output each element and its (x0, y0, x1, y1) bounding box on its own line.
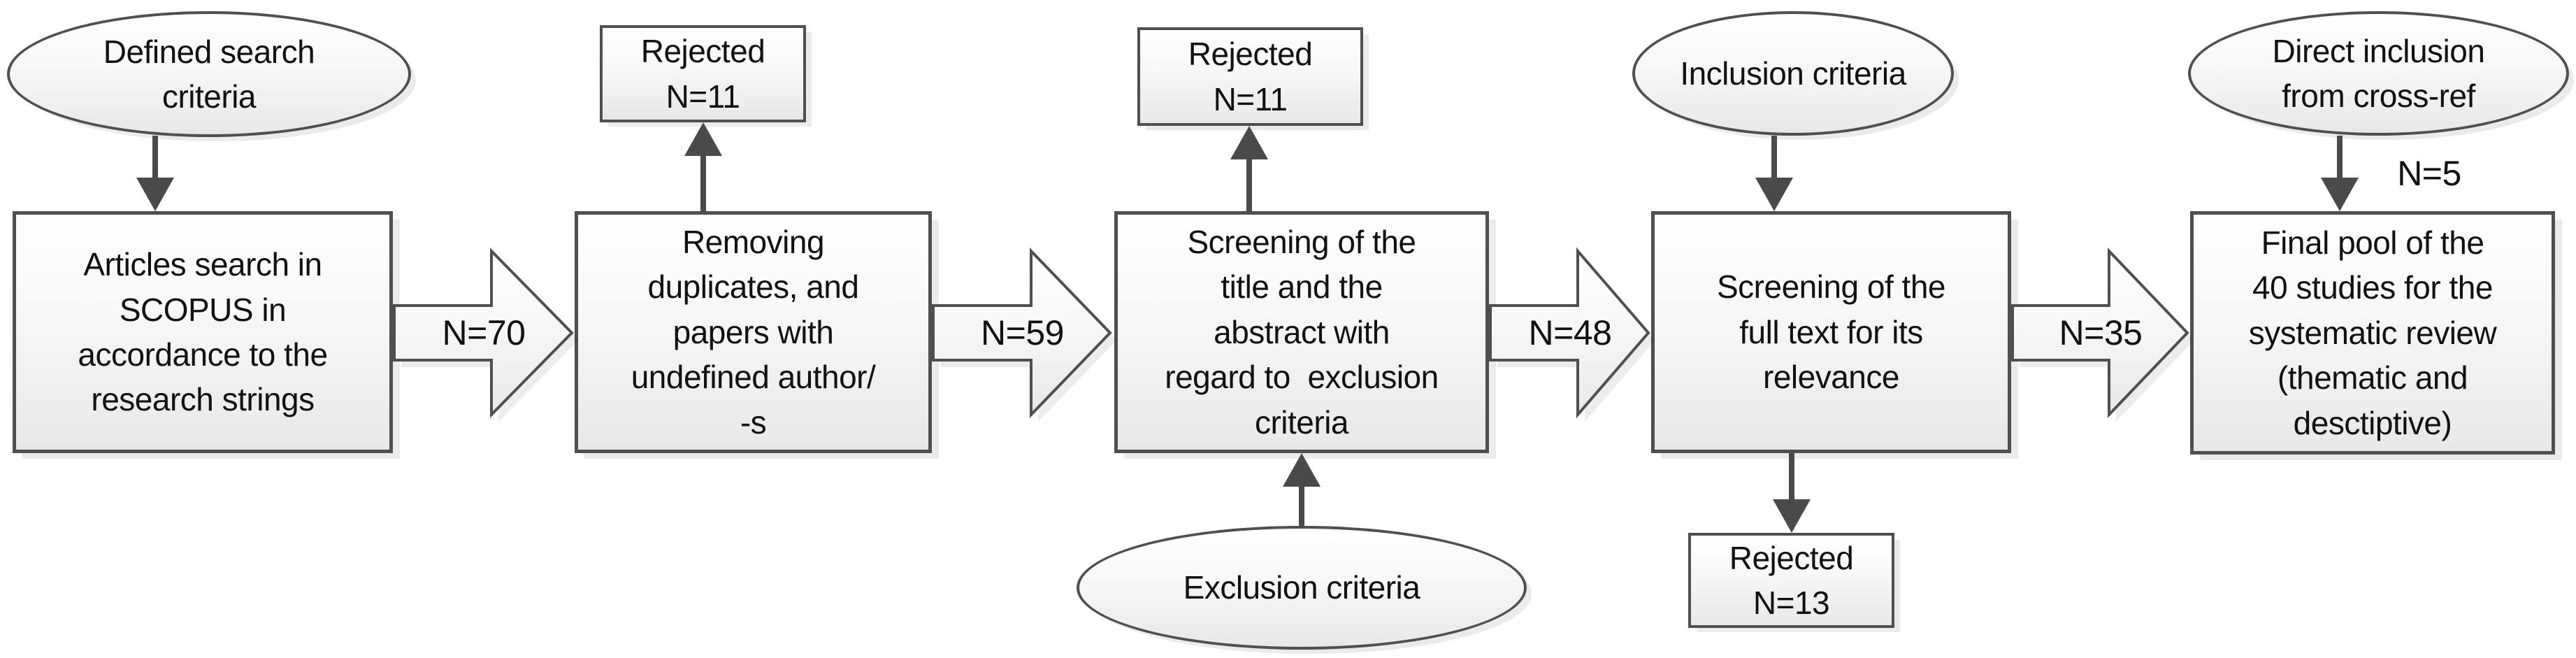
arrowhead-up-icon (1230, 126, 1268, 159)
arrowhead-up-icon (684, 122, 722, 156)
arrowhead-down-icon (1755, 178, 1793, 211)
ellipse-exclusion-criteria-label: Exclusion criteria (1183, 569, 1420, 606)
flow-count-n35: N=35 (2059, 313, 2143, 352)
arrow-fulltext-to-rejected-n13 (1772, 453, 1811, 533)
box-screening-full-text: Screening of the full text for its relev… (1651, 211, 2011, 453)
box-rejected-n11-title-abstract-label: Rejected N=11 (1188, 36, 1313, 117)
connector-shaft (700, 152, 706, 212)
block-arrow-shape (393, 248, 574, 418)
box-screening-title-abstract-label: Screening of the title and the abstract … (1165, 224, 1439, 441)
arrowhead-down-icon (136, 178, 174, 211)
box-final-pool-label: Final pool of the 40 studies for the sys… (2248, 224, 2497, 441)
box-rejected-n11-duplicates: Rejected N=11 (600, 25, 806, 122)
flow-count-n48: N=48 (1528, 313, 1612, 352)
box-removing-duplicates: Removing duplicates, and papers with und… (575, 211, 932, 453)
flow-count-n59: N=59 (981, 313, 1064, 352)
connector-shaft (1771, 136, 1777, 182)
box-rejected-n13-label: Rejected N=13 (1729, 539, 1854, 621)
connector-shaft (1299, 482, 1304, 526)
ellipse-direct-inclusion-label: Direct inclusion from cross-ref (2272, 32, 2485, 114)
ellipse-direct-inclusion: Direct inclusion from cross-ref (2188, 11, 2569, 136)
arrowhead-up-icon (1283, 453, 1321, 487)
block-arrow-right-icon (1489, 247, 1655, 422)
box-articles-search-label: Articles search in SCOPUS in accordance … (78, 246, 328, 418)
block-arrow-n59: N=59 (932, 248, 1117, 422)
connector-shaft (1789, 453, 1794, 503)
ellipse-inclusion-criteria-label: Inclusion criteria (1680, 55, 1906, 92)
ellipse-exclusion-criteria: Exclusion criteria (1077, 526, 1527, 650)
box-articles-search: Articles search in SCOPUS in accordance … (13, 211, 393, 453)
block-arrow-shape (2011, 248, 2189, 418)
box-final-pool: Final pool of the 40 studies for the sys… (2190, 211, 2555, 455)
arrowhead-down-icon (2321, 178, 2359, 211)
ellipse-defined-search-criteria: Defined search criteria (7, 11, 411, 137)
connector-shaft (152, 136, 158, 182)
arrow-exclusion-criteria-to-screening (1282, 453, 1321, 526)
block-arrow-right-icon (393, 248, 579, 422)
arrowhead-down-icon (1773, 499, 1811, 533)
block-arrow-right-icon (932, 248, 1117, 422)
ellipse-defined-search-criteria-label: Defined search criteria (103, 33, 315, 115)
connector-shaft (1246, 155, 1252, 211)
block-arrow-n70: N=70 (393, 248, 579, 422)
block-arrow-shape (1489, 247, 1650, 419)
box-rejected-n11-title-abstract: Rejected N=11 (1137, 27, 1363, 126)
connector-shaft (2337, 136, 2343, 182)
box-rejected-n11-duplicates-label: Rejected N=11 (640, 33, 765, 115)
box-rejected-n13: Rejected N=13 (1688, 533, 1894, 628)
block-arrow-right-icon (2011, 248, 2194, 422)
flow-count-n5: N=5 (2397, 154, 2461, 193)
arrow-removing-to-rejected-n11 (684, 122, 723, 212)
flow-count-n70: N=70 (442, 313, 526, 352)
block-arrow-shape (932, 248, 1112, 418)
arrow-screening-to-rejected-n11 (1230, 126, 1269, 211)
block-arrow-n48: N=48 (1489, 247, 1655, 422)
block-arrow-n35: N=35 (2011, 248, 2194, 422)
box-removing-duplicates-label: Removing duplicates, and papers with und… (631, 224, 876, 441)
arrow-defined-search-to-articles (136, 136, 175, 211)
box-screening-title-abstract: Screening of the title and the abstract … (1114, 211, 1489, 453)
arrow-cross-ref-to-final-pool (2320, 136, 2359, 211)
box-screening-full-text-label: Screening of the full text for its relev… (1716, 269, 1946, 396)
ellipse-inclusion-criteria: Inclusion criteria (1632, 11, 1954, 136)
arrow-inclusion-criteria-to-fulltext (1755, 136, 1794, 211)
